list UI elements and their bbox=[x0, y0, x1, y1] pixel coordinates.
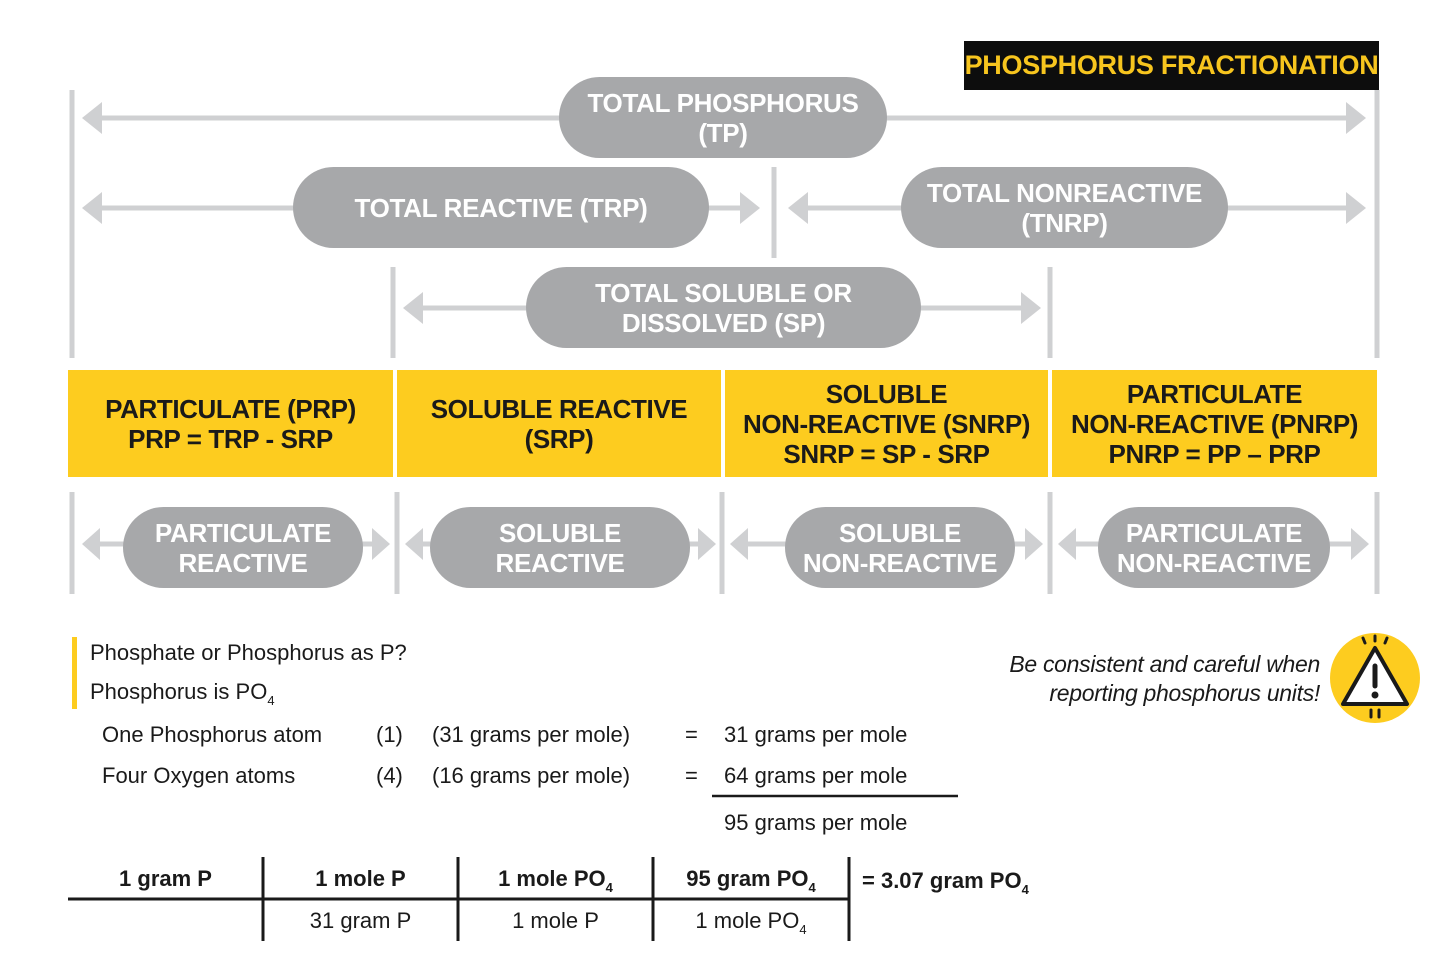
warning-line-2: reporting phosphorus units! bbox=[1049, 680, 1320, 706]
pill-total-nonreactive: TOTAL NONREACTIVE (TNRP) bbox=[901, 167, 1228, 248]
calc-row-1-result: 31 grams per mole bbox=[724, 722, 908, 747]
conv-top-3: 1 mole PO4 bbox=[498, 866, 613, 895]
conv-bottom-4: 1 mole PO4 bbox=[695, 908, 807, 937]
pill-total-soluble: TOTAL SOLUBLE OR DISSOLVED (SP) bbox=[526, 267, 921, 348]
calc-row-2-result: 64 grams per mole bbox=[724, 763, 908, 788]
calc-row-2-count: (4) bbox=[376, 763, 403, 788]
warning-line-1: Be consistent and careful when bbox=[1009, 651, 1320, 677]
warning-icon bbox=[1330, 633, 1420, 723]
trp-arrow-left-head bbox=[82, 192, 102, 224]
pr-arrow-right-head bbox=[372, 528, 390, 560]
fraction-soluble-reactive: SOLUBLE REACTIVE (SRP) bbox=[397, 370, 721, 477]
pill-total-phosphorus: TOTAL PHOSPHORUS (TP) bbox=[559, 77, 887, 158]
conv-top-2: 1 mole P bbox=[315, 866, 406, 891]
fraction-soluble-nonreactive: SOLUBLE NON-REACTIVE (SNRP) SNRP = SP - … bbox=[725, 370, 1048, 477]
conv-top-4: 95 gram PO4 bbox=[686, 866, 816, 895]
pill-particulate-nonreactive: PARTICULATE NON-REACTIVE bbox=[1098, 507, 1330, 588]
pnr-arrow-left-head bbox=[1058, 528, 1076, 560]
conv-result: = 3.07 gram PO4 bbox=[862, 868, 1029, 897]
snr-arrow-right-head bbox=[1025, 528, 1043, 560]
tp-arrow-right-head bbox=[1346, 102, 1366, 134]
pill-particulate-reactive: PARTICULATE REACTIVE bbox=[123, 507, 363, 588]
tp-arrow-left-head bbox=[82, 102, 102, 134]
calc-row-2-label: Four Oxygen atoms bbox=[102, 763, 296, 788]
sr-arrow-left-head bbox=[405, 528, 423, 560]
calc-row-1-mass: (31 grams per mole) bbox=[432, 722, 631, 747]
tnrp-arrow-left-head bbox=[788, 192, 808, 224]
pr-arrow-left-head bbox=[82, 528, 100, 560]
sr-arrow-right-head bbox=[698, 528, 716, 560]
calc-row-2-mass: (16 grams per mole) bbox=[432, 763, 631, 788]
conv-bottom-3: 1 mole P bbox=[512, 908, 599, 933]
snr-arrow-left-head bbox=[730, 528, 748, 560]
pill-total-reactive: TOTAL REACTIVE (TRP) bbox=[293, 167, 709, 248]
fraction-particulate-reactive: PARTICULATE (PRP) PRP = TRP - SRP bbox=[68, 370, 393, 477]
pnr-arrow-right-head bbox=[1351, 528, 1369, 560]
calc-total: 95 grams per mole bbox=[724, 810, 908, 835]
conv-top-1: 1 gram P bbox=[119, 866, 212, 891]
trp-arrow-right-head bbox=[740, 192, 760, 224]
note-phosphorus-is: Phosphorus is PO4 bbox=[90, 679, 275, 708]
pill-soluble-nonreactive: SOLUBLE NON-REACTIVE bbox=[785, 507, 1015, 588]
tnrp-arrow-right-head bbox=[1346, 192, 1366, 224]
calc-row-1-count: (1) bbox=[376, 722, 403, 747]
sp-arrow-left-head bbox=[403, 292, 423, 324]
diagram-title: PHOSPHORUS FRACTIONATION bbox=[964, 41, 1379, 90]
conv-bottom-2: 31 gram P bbox=[309, 908, 412, 933]
fraction-particulate-nonreactive: PARTICULATE NON-REACTIVE (PNRP) PNRP = P… bbox=[1052, 370, 1377, 477]
calc-row-1-label: One Phosphorus atom bbox=[102, 722, 323, 747]
note-accent-bar bbox=[72, 637, 77, 709]
pill-soluble-reactive: SOLUBLE REACTIVE bbox=[430, 507, 690, 588]
calc-row-2-eq: = bbox=[685, 763, 698, 788]
calc-row-1-eq: = bbox=[685, 722, 698, 747]
sp-arrow-right-head bbox=[1021, 292, 1041, 324]
note-question: Phosphate or Phosphorus as P? bbox=[90, 640, 407, 665]
